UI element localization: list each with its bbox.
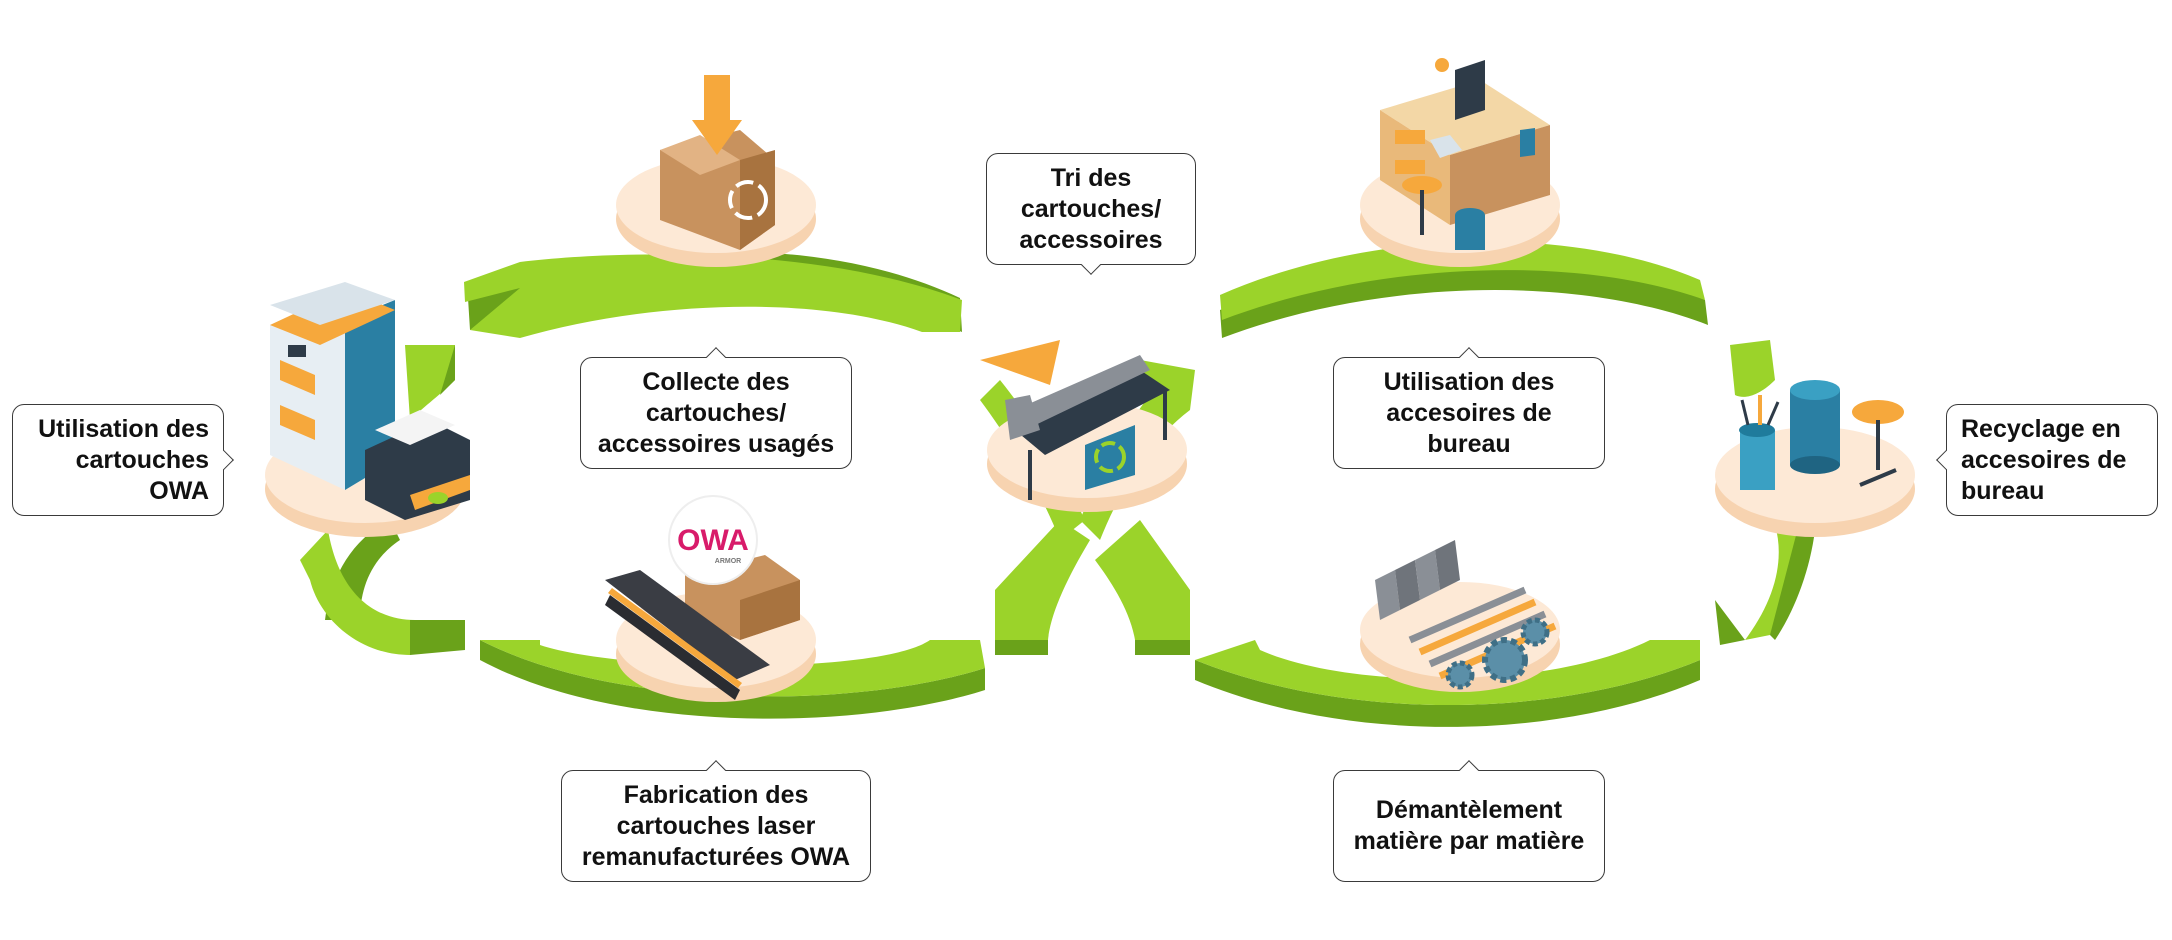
- callout-collecte: Collecte des cartouches/ accessoires usa…: [580, 347, 852, 469]
- arrow-demantelement-to-tri: [1195, 640, 1700, 727]
- arrow-utilisation-to-recyclage: [1220, 241, 1708, 338]
- callout-utilisation-accessoires: Utilisation des accesoires de bureau: [1333, 347, 1605, 469]
- step-label-utilisation-accessoires: Utilisation des accesoires de bureau: [1383, 367, 1555, 458]
- recycling-box-icon: [660, 75, 775, 250]
- owa-logo-subtext: ARMOR: [715, 558, 741, 565]
- office-accessories-icon: [1739, 380, 1904, 490]
- callout-recyclage: Recyclage en accesoires de bureau: [1936, 404, 2158, 516]
- owa-logo-text: OWA: [677, 524, 749, 557]
- callout-fabrication: Fabrication des cartouches laser remanuf…: [561, 760, 871, 882]
- step-label-demantelement: Démantèlement matière par matière: [1353, 796, 1585, 855]
- dismantled-parts-icon: [1375, 540, 1557, 690]
- step-label-collecte: Collecte des cartouches/ accessoires usa…: [597, 367, 835, 458]
- arrow-collecte-to-tri: [464, 251, 962, 338]
- step-label-utilisation-cartouches: Utilisation des cartouches OWA: [38, 414, 209, 505]
- step-label-fabrication: Fabrication des cartouches laser remanuf…: [581, 780, 851, 871]
- printer-copier-icon: [270, 282, 470, 520]
- step-label-recyclage: Recyclage en accesoires de bureau: [1961, 414, 2127, 505]
- office-desk-icon: [1380, 58, 1550, 250]
- callout-demantelement: Démantèlement matière par matière: [1333, 760, 1605, 882]
- owa-logo: OWA ARMOR: [668, 495, 758, 585]
- sorting-conveyor-icon: [1005, 355, 1170, 500]
- arrow-left-up: [300, 520, 465, 655]
- callout-tri: Tri des cartouches/ accessoires: [986, 153, 1196, 275]
- arrow-right-down: [1715, 340, 1815, 645]
- callout-utilisation-cartouches: Utilisation des cartouches OWA: [12, 404, 234, 516]
- step-label-tri: Tri des cartouches/ accessoires: [1019, 163, 1163, 254]
- arrow-left-top: [405, 345, 455, 420]
